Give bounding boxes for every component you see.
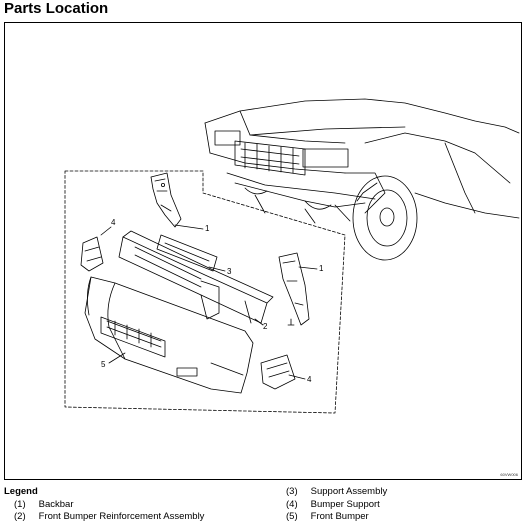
legend-item-label: Support Assembly [310,486,388,497]
callout-1-upper: 1 [205,224,210,233]
legend-item-label: Front Bumper Reinforcement Assembly [38,511,205,522]
legend-item-number: (3) [286,486,298,497]
page-title: Parts Location [4,0,109,17]
legend-item-label: Bumper Support [310,499,380,510]
bumper-support-right [260,354,296,390]
callout-1-right: 1 [319,264,324,273]
front-bumper [84,276,254,394]
legend-item-label: Front Bumper [310,511,369,522]
figure-code: 60VW006 [500,472,518,477]
legend-title: Legend [4,486,38,497]
legend-item-number: (5) [286,511,298,522]
legend-item-2: (2) Front Bumper Reinforcement Assembly [4,511,204,522]
bumper-support-left [80,236,104,272]
exploded-view-diagram: 1 2 3 4 5 1 4 [64,98,520,414]
legend-item-4: (4) Bumper Support [276,499,380,510]
callout-5: 5 [101,360,106,369]
legend-item-number: (4) [286,499,298,510]
bumper-reinforcement [118,230,274,324]
legend-item-5: (5) Front Bumper [276,511,369,522]
legend-item-3: (3) Support Assembly [276,486,387,497]
legend-item-number: (2) [14,511,26,522]
legend-item-1: (1) Backbar [4,499,74,510]
exploded-enclosure [64,170,346,414]
diagram-frame: 1 2 3 4 5 1 4 60VW006 [4,22,522,480]
callout-4-left: 4 [111,218,116,227]
legend-item-label: Backbar [38,499,74,510]
backbar-upper [150,172,182,228]
legend-item-number: (1) [14,499,26,510]
callout-2: 2 [263,322,268,331]
backbar-right [278,252,310,326]
callout-3: 3 [227,267,232,276]
callout-4-right: 4 [307,375,312,384]
vehicle-front-illustration [204,98,520,261]
support-assembly [156,234,218,272]
